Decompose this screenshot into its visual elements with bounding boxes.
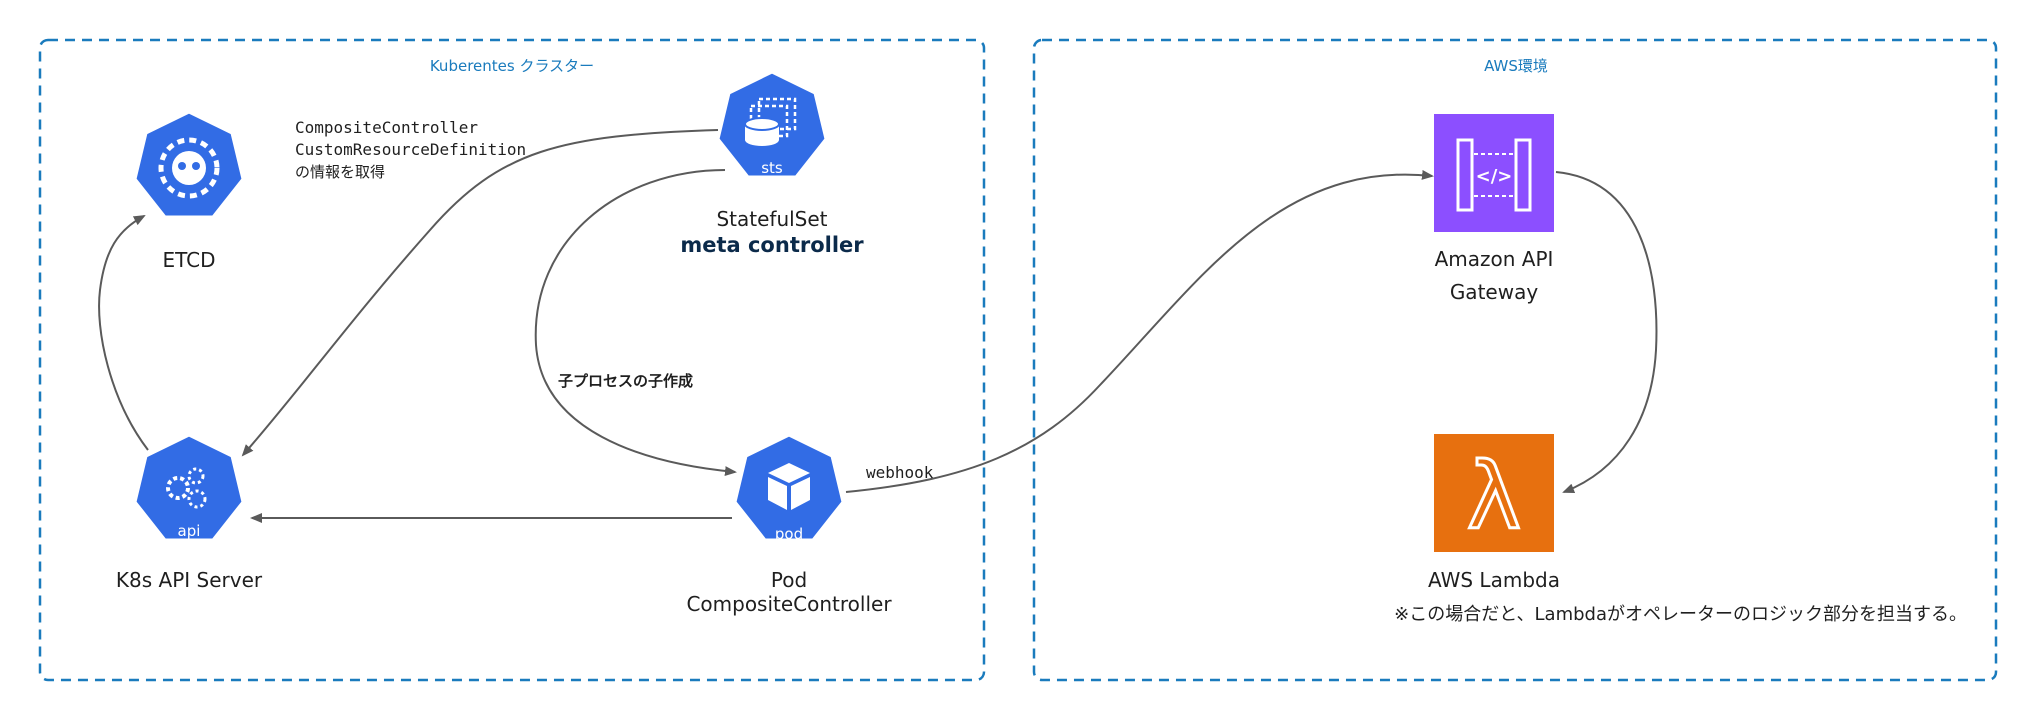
pod-node[interactable]: pod Pod CompositeController [686, 433, 892, 616]
etcd-label: ETCD [162, 248, 215, 272]
sts-badge: sts [761, 159, 783, 177]
etcd-node[interactable]: ETCD [133, 110, 245, 272]
meta-controller-label: meta controller [680, 233, 864, 257]
k8s-cluster-title: Kuberentes クラスター [430, 57, 594, 75]
edge-statefulset-to-api-server [241, 129, 719, 457]
edge-api-server-to-etcd [98, 215, 149, 451]
svg-text:CustomResourceDefinition: CustomResourceDefinition [295, 140, 526, 159]
statefulset-node[interactable]: sts StatefulSet meta controller [680, 70, 864, 257]
edge-pod-webhook-to-api-gateway [845, 169, 1434, 493]
edge-label-webhook: webhook [866, 463, 934, 482]
api-server-label: K8s API Server [116, 568, 263, 592]
pod-icon [733, 433, 845, 542]
lambda-node[interactable]: λ AWS Lambda [1428, 434, 1560, 592]
api-server-node[interactable]: api K8s API Server [116, 433, 263, 592]
edge-statefulset-to-pod [534, 169, 737, 477]
api-gateway-label-line1: Amazon API [1435, 247, 1554, 271]
svg-text:の情報を取得: の情報を取得 [295, 163, 385, 181]
pod-label: Pod [771, 568, 807, 592]
lambda-icon [1434, 434, 1554, 552]
edge-label-create-child: 子プロセスの子作成 [558, 372, 693, 390]
lambda-label: AWS Lambda [1428, 568, 1560, 592]
k8s-api-icon [133, 433, 245, 542]
aws-environment-group [1032, 38, 1998, 682]
aws-environment-title: AWS環境 [1484, 57, 1548, 75]
statefulset-label: StatefulSet [716, 207, 827, 231]
lambda-glyph: λ [1467, 443, 1521, 550]
code-glyph: </> [1476, 166, 1513, 187]
edge-label-get-info: CompositeController CustomResourceDefini… [295, 118, 526, 181]
api-gateway-label-line2: Gateway [1450, 280, 1539, 304]
svg-text:CompositeController: CompositeController [295, 118, 478, 137]
api-gateway-icon [1434, 114, 1554, 232]
pod-badge: pod [775, 525, 803, 543]
api-gateway-node[interactable]: </> Amazon API Gateway [1434, 114, 1554, 304]
composite-controller-label: CompositeController [686, 592, 892, 616]
edge-api-gateway-to-lambda [1555, 171, 1658, 493]
k8s-cluster-group [38, 38, 986, 682]
lambda-note: ※この場合だと、Lambdaがオペレーターのロジック部分を担当する。 [1394, 604, 1967, 625]
api-badge: api [178, 522, 201, 540]
